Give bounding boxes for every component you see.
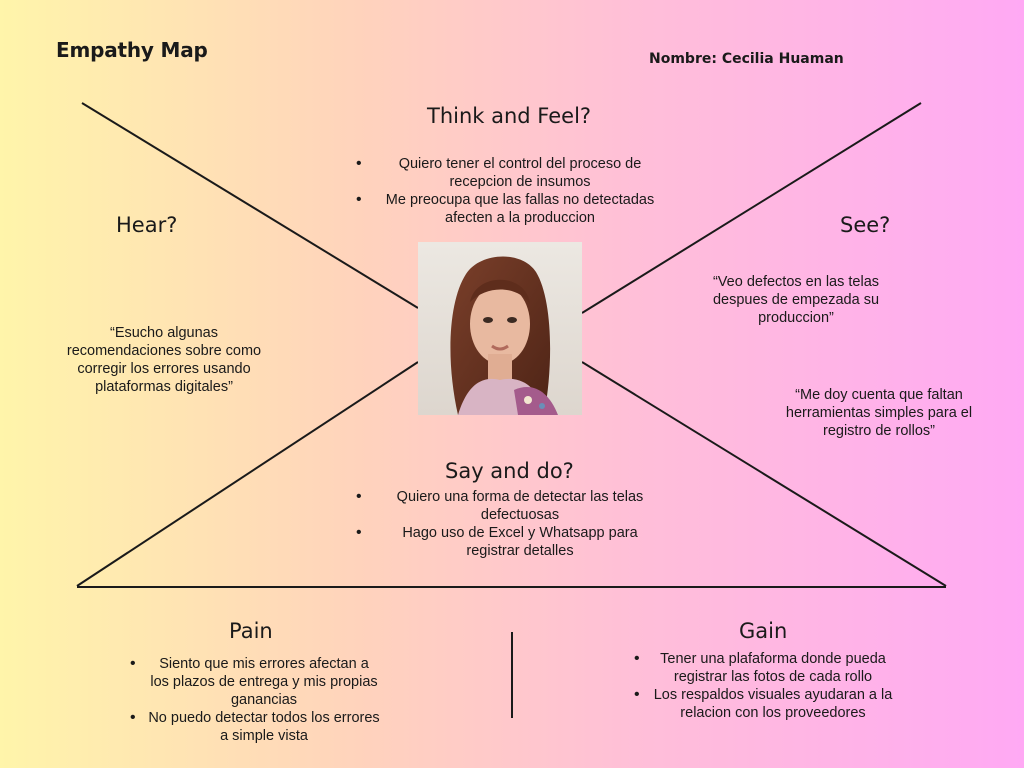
list-item-text: No puedo detectar todos los errores a si… <box>148 710 380 744</box>
say-do-heading: Say and do? <box>445 459 574 483</box>
list-item-text: Quiero una forma de detectar las telas d… <box>396 489 644 523</box>
list-item: Siento que mis errores afectan a los pla… <box>130 655 380 709</box>
pain-list: Siento que mis errores afectan a los pla… <box>130 655 380 745</box>
pain-gain-divider <box>511 632 513 718</box>
list-item-text: Tener una plafaforma donde pueda registr… <box>660 651 886 685</box>
list-item-text: Siento que mis errores afectan a los pla… <box>150 656 378 708</box>
diagonal-line-bottom-right <box>581 361 947 587</box>
gain-heading: Gain <box>739 619 788 643</box>
see-heading: See? <box>840 213 891 237</box>
list-item: No puedo detectar todos los errores a si… <box>130 709 380 745</box>
gain-list: Tener una plafaforma donde pueda registr… <box>634 650 894 722</box>
hear-heading: Hear? <box>116 213 178 237</box>
persona-photo <box>418 242 582 415</box>
list-item: Hago uso de Excel y Whatsapp para regist… <box>356 524 666 560</box>
diagonal-line-bottom-left <box>76 361 419 587</box>
list-item-text: Me preocupa que las fallas no detectadas… <box>385 192 655 226</box>
see-quote-2: “Me doy cuenta que faltan herramientas s… <box>785 387 973 439</box>
see-quote-1: “Veo defectos en las telas despues de em… <box>712 274 880 326</box>
list-item: Quiero tener el control del proceso de r… <box>356 155 666 191</box>
list-item-text: Quiero tener el control del proceso de r… <box>398 156 642 190</box>
pain-heading: Pain <box>229 619 273 643</box>
list-item-text: Los respaldos visuales ayudaran a la rel… <box>653 687 893 721</box>
list-item: Los respaldos visuales ayudaran a la rel… <box>634 686 894 722</box>
diagonal-line-top-right <box>581 102 922 314</box>
list-item-text: Hago uso de Excel y Whatsapp para regist… <box>402 525 638 559</box>
think-feel-list: Quiero tener el control del proceso de r… <box>356 155 666 227</box>
list-item: Me preocupa que las fallas no detectadas… <box>356 191 666 227</box>
diagonal-line-top-left <box>81 102 419 309</box>
hear-quote: “Esucho algunas recomendaciones sobre co… <box>66 325 262 395</box>
persona-name: Nombre: Cecilia Huaman <box>649 51 844 67</box>
say-do-list: Quiero una forma de detectar las telas d… <box>356 488 666 560</box>
portrait-photo-icon <box>418 242 582 415</box>
think-feel-heading: Think and Feel? <box>427 104 592 128</box>
list-item: Quiero una forma de detectar las telas d… <box>356 488 666 524</box>
page-title: Empathy Map <box>56 38 208 62</box>
list-item: Tener una plafaforma donde pueda registr… <box>634 650 894 686</box>
